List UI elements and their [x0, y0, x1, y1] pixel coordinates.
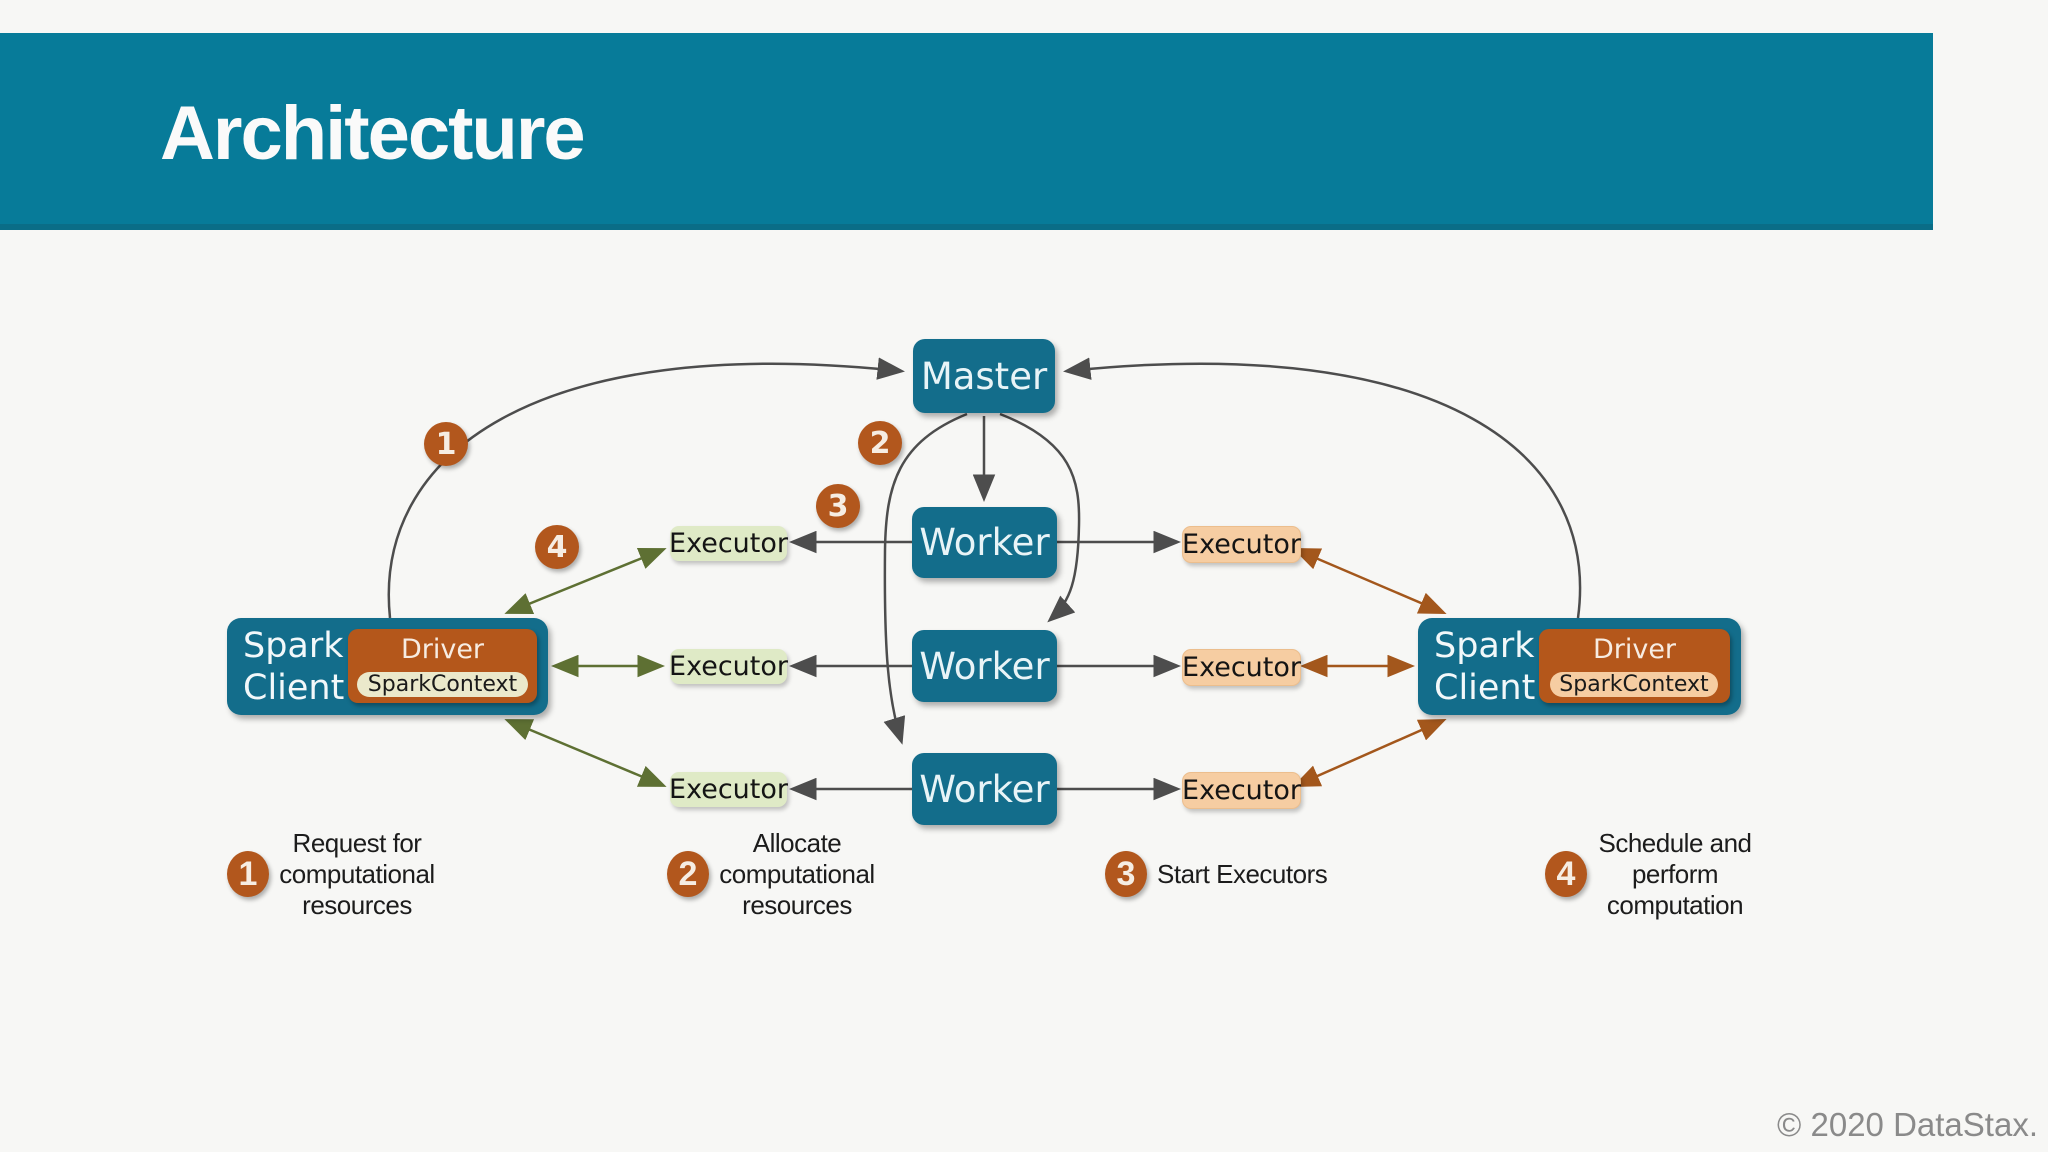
legend-badge-1: 1 — [227, 851, 269, 897]
driver-box-right: Driver SparkContext — [1539, 629, 1730, 703]
arrow-master-to-worker2 — [999, 412, 1081, 623]
arrow-right-driver-executor3 — [1292, 718, 1447, 788]
legend-text-3: Start Executors — [1157, 859, 1328, 889]
executor-label: Executor — [1182, 652, 1301, 683]
executor-label: Executor — [1182, 775, 1301, 806]
worker-label: Worker — [919, 644, 1050, 688]
step-badge-1: 1 — [424, 422, 468, 466]
executor-label: Executor — [1182, 529, 1301, 560]
legend-text-4: Schedule and perform computation — [1598, 828, 1752, 920]
spark-client-label: Spark Client — [1434, 626, 1536, 708]
arrow-left-driver-executor3 — [504, 719, 667, 787]
master-label: Master — [920, 354, 1048, 398]
driver-label: Driver — [1592, 634, 1677, 665]
arrow-right-client-to-master — [1063, 357, 1582, 619]
sparkcontext-pill-right: SparkContext — [1550, 672, 1718, 697]
driver-label: Driver — [400, 634, 485, 665]
arrow-right-driver-executor1 — [1292, 548, 1447, 614]
master-node: Master — [913, 339, 1055, 413]
executor-right-3: Executor — [1182, 772, 1301, 809]
copyright-text: © 2020 DataStax. — [1777, 1106, 2038, 1143]
executor-label: Executor — [669, 528, 788, 559]
spark-client-right: Spark Client Driver SparkContext — [1418, 618, 1741, 715]
executor-right-2: Executor — [1182, 649, 1301, 686]
legend-badge-4: 4 — [1545, 851, 1587, 897]
arrow-left-client-to-master — [387, 357, 905, 619]
executor-label: Executor — [669, 651, 788, 682]
sparkcontext-pill-left: SparkContext — [357, 672, 528, 697]
arrow-left-driver-executor1 — [504, 548, 667, 614]
legend-text-1: Request for computational resources — [279, 828, 435, 920]
worker-label: Worker — [919, 767, 1050, 811]
executor-left-3: Executor — [669, 772, 788, 807]
worker-node-2: Worker — [912, 630, 1057, 702]
legend-text-2: Allocate computational resources — [719, 828, 875, 920]
step-badge-4: 4 — [535, 525, 579, 569]
executor-label: Executor — [669, 774, 788, 805]
spark-client-label: Spark Client — [243, 626, 345, 708]
driver-box-left: Driver SparkContext — [348, 629, 537, 703]
legend-badge-3: 3 — [1105, 851, 1147, 897]
executor-left-1: Executor — [669, 526, 788, 561]
header-bar: Architecture — [0, 33, 1933, 230]
worker-label: Worker — [919, 521, 1050, 564]
step-badge-2: 2 — [858, 421, 902, 465]
worker-node-3: Worker — [912, 753, 1057, 825]
slide-title: Architecture — [160, 91, 586, 176]
spark-client-left: Spark Client Driver SparkContext — [227, 618, 548, 715]
arrow-master-to-worker3 — [883, 412, 968, 745]
executor-right-1: Executor — [1182, 526, 1301, 563]
legend-badge-2: 2 — [667, 851, 709, 897]
executor-left-2: Executor — [669, 649, 788, 684]
worker-node-1: Worker — [912, 507, 1057, 578]
step-badge-3: 3 — [816, 484, 860, 528]
